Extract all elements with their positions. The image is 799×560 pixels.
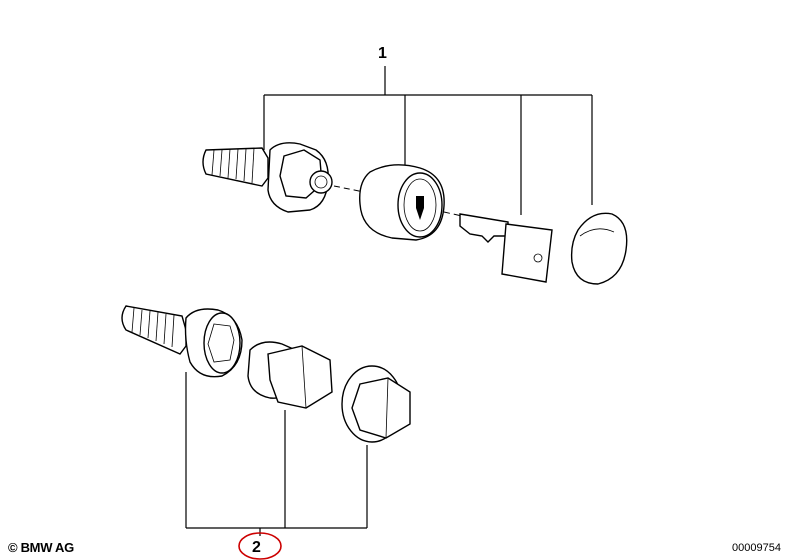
lock-adapter bbox=[247, 341, 333, 409]
socket-nut bbox=[341, 365, 411, 443]
cover-cap bbox=[570, 212, 628, 285]
callout-lines-group-1 bbox=[263, 66, 593, 215]
locking-wheel-bolt bbox=[202, 142, 333, 213]
coded-wheel-bolt bbox=[121, 305, 243, 378]
callout-number-2: 2 bbox=[252, 539, 261, 556]
lock-cylinder bbox=[359, 164, 445, 241]
diagram-number: 00009754 bbox=[732, 542, 781, 554]
callout-number-1: 1 bbox=[378, 45, 387, 62]
callout-lines-group-2 bbox=[185, 372, 368, 536]
copyright-text: © BMW AG bbox=[8, 540, 74, 555]
key bbox=[459, 213, 553, 283]
